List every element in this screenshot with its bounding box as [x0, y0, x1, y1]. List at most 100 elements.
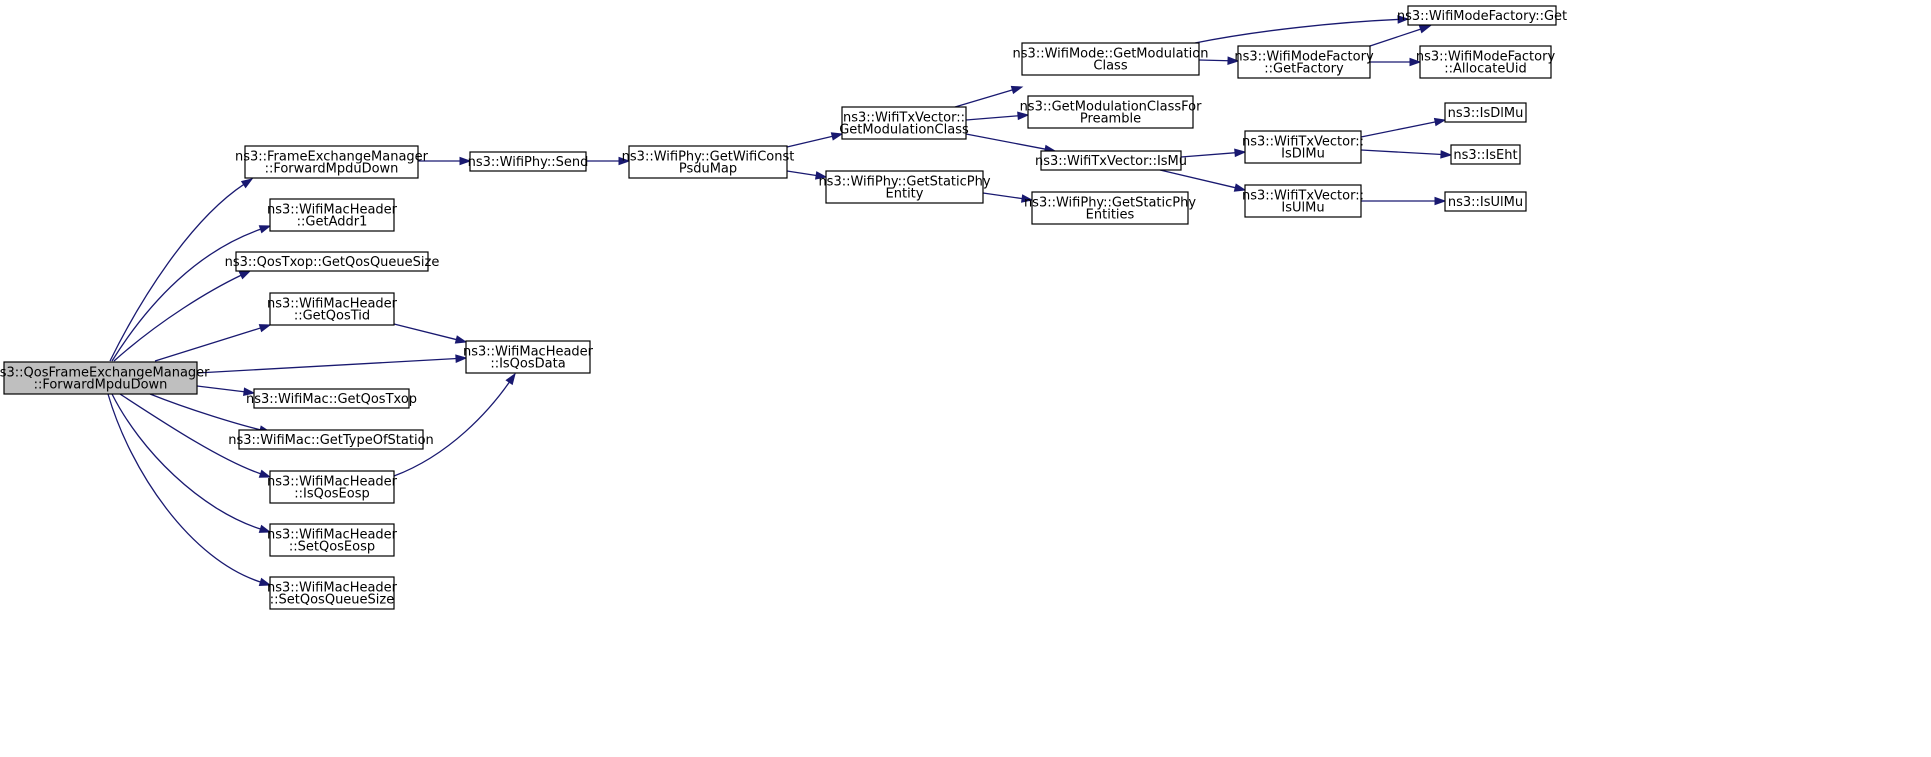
node-box — [1419, 45, 1552, 79]
edge-line — [196, 357, 458, 374]
arrowhead-icon — [258, 324, 272, 333]
edge-root-to-isqosdata — [196, 354, 468, 374]
node-factory-allocuid[interactable]: ns3::WifiModeFactory::AllocateUid — [1416, 45, 1556, 79]
node-label: ::SetQosEosp — [289, 540, 375, 555]
arrowhead-icon — [459, 156, 472, 166]
node-isqoseosp[interactable]: ns3::WifiMacHeader::IsQosEosp — [267, 470, 398, 504]
arrowhead-icon — [238, 270, 252, 280]
node-box — [1407, 5, 1557, 26]
edge-getwificonst-to-txv_getmodclass — [786, 132, 844, 148]
node-setqoseosp[interactable]: ns3::WifiMacHeader::SetQosEosp — [267, 523, 398, 557]
node-label: IsUlMu — [1281, 201, 1324, 216]
node-label: ::GetFactory — [1264, 62, 1344, 77]
node-box — [1244, 130, 1362, 164]
edge-line — [1198, 59, 1230, 62]
node-txv-getmodclass[interactable]: ns3::WifiTxVector::GetModulationClass — [839, 106, 969, 140]
node-qqsize[interactable]: ns3::QosTxop::GetQosQueueSize — [225, 251, 440, 272]
edge-line — [107, 393, 262, 583]
edge-getstaticphyentity-to-getstaticphyentities — [982, 192, 1034, 203]
edge-line — [1159, 169, 1237, 189]
edge-phy_send-to-getwificonst — [586, 156, 631, 166]
node-label: ::IsQosData — [490, 357, 565, 372]
node-txv-ismu[interactable]: ns3::WifiTxVector::IsMu — [1035, 150, 1187, 171]
node-getaddr1[interactable]: ns3::WifiMacHeader::GetAddr1 — [267, 198, 398, 232]
node-label: ns3::IsUlMu — [1448, 195, 1523, 210]
node-box — [469, 151, 587, 172]
node-factory-get[interactable]: ns3::WifiModeFactory::Get — [1397, 5, 1567, 26]
node-isqosdata[interactable]: ns3::WifiMacHeader::IsQosData — [463, 340, 594, 374]
node-label: ns3::WifiMacHeader — [463, 345, 594, 360]
node-box — [628, 145, 788, 179]
edge-txv_isdlmu-to-isdlmu — [1360, 117, 1447, 138]
edge-line — [111, 228, 262, 362]
edge-root-to-setqosqueuesize — [107, 393, 272, 587]
node-label: Preamble — [1080, 112, 1141, 127]
node-label: ns3::WifiModeFactory — [1416, 50, 1556, 65]
node-gettypeofstation[interactable]: ns3::WifiMac::GetTypeOfStation — [228, 429, 434, 450]
node-setqosqueuesize[interactable]: ns3::WifiMacHeader::SetQosQueueSize — [267, 576, 398, 610]
node-label: ns3::WifiMacHeader — [267, 297, 398, 312]
node-fem-fwd[interactable]: ns3::FrameExchangeManager::ForwardMpduDo… — [235, 145, 429, 179]
edge-mode_getmodclass-to-factory_get — [1194, 15, 1410, 44]
node-label: ns3::WifiPhy::GetStaticPhy — [818, 175, 990, 190]
node-label: ns3::WifiMacHeader — [267, 528, 398, 543]
arrowhead-icon — [258, 577, 272, 587]
node-label: GetModulationClass — [839, 123, 969, 138]
edge-line — [113, 274, 243, 362]
edge-txv_isdlmu-to-iseht — [1360, 149, 1453, 159]
edge-txv_isulmu-to-isulmu — [1361, 196, 1447, 206]
node-factory-getfactory[interactable]: ns3::WifiModeFactory::GetFactory — [1234, 45, 1374, 79]
node-phy-send[interactable]: ns3::WifiPhy::Send — [468, 151, 589, 172]
edge-line — [109, 183, 245, 362]
edge-txv_getmodclass-to-mode_getmodclass — [954, 85, 1024, 108]
node-label: PsduMap — [679, 162, 737, 177]
edge-txv_ismu-to-txv_isulmu — [1159, 169, 1247, 192]
arrowhead-icon — [258, 225, 272, 234]
node-box — [1027, 95, 1194, 129]
node-label: ns3::WifiMacHeader — [267, 475, 398, 490]
node-label: ns3::WifiPhy::GetWifiConst — [622, 150, 795, 165]
arrowhead-icon — [258, 524, 272, 533]
edge-line — [119, 393, 262, 475]
arrowhead-icon — [1433, 117, 1447, 127]
node-box — [465, 340, 591, 374]
node-label: ns3::GetModulationClassFor — [1020, 100, 1203, 115]
edge-line — [1194, 18, 1400, 44]
edge-line — [965, 115, 1020, 121]
node-txv-isulmu[interactable]: ns3::WifiTxVector::IsUlMu — [1242, 184, 1364, 218]
node-label: ns3::IsDlMu — [1448, 106, 1524, 121]
edge-txv_getmodclass-to-getmodclassforpre — [965, 111, 1030, 121]
node-box — [269, 198, 395, 232]
node-getqostid[interactable]: ns3::WifiMacHeader::GetQosTid — [267, 292, 398, 326]
edge-root-to-getaddr1 — [111, 225, 272, 362]
node-label: ::SetQosQueueSize — [270, 593, 394, 608]
node-box — [1237, 45, 1371, 79]
node-root[interactable]: ns3::QosFrameExchangeManager::ForwardMpd… — [0, 361, 210, 395]
node-mode-getmodclass[interactable]: ns3::WifiMode::GetModulationClass — [1013, 42, 1209, 76]
edge-root-to-getqostid — [154, 324, 272, 362]
node-box — [235, 251, 429, 272]
node-label: IsDlMu — [1281, 147, 1325, 162]
arrowhead-icon — [830, 132, 844, 141]
node-label: ::IsQosEosp — [294, 487, 370, 502]
node-label: ::ForwardMpduDown — [34, 378, 168, 393]
node-box — [1450, 144, 1521, 165]
arrowhead-icon — [618, 156, 631, 166]
node-label: ns3::WifiMacHeader — [267, 581, 398, 596]
node-label: ::GetQosTid — [294, 309, 370, 324]
node-isulmu[interactable]: ns3::IsUlMu — [1444, 191, 1527, 212]
arrowhead-icon — [240, 178, 254, 189]
node-getqostxop[interactable]: ns3::WifiMac::GetQosTxop — [246, 388, 417, 409]
node-iseht[interactable]: ns3::IsEht — [1450, 144, 1521, 165]
node-txv-isdlmu[interactable]: ns3::WifiTxVector::IsDlMu — [1242, 130, 1364, 164]
node-label: ns3::WifiMode::GetModulation — [1013, 47, 1209, 62]
arrowhead-icon — [1418, 25, 1432, 34]
node-label: ::AllocateUid — [1444, 62, 1526, 77]
node-isdlmu[interactable]: ns3::IsDlMu — [1444, 102, 1527, 123]
node-label: ns3::FrameExchangeManager — [235, 150, 429, 165]
